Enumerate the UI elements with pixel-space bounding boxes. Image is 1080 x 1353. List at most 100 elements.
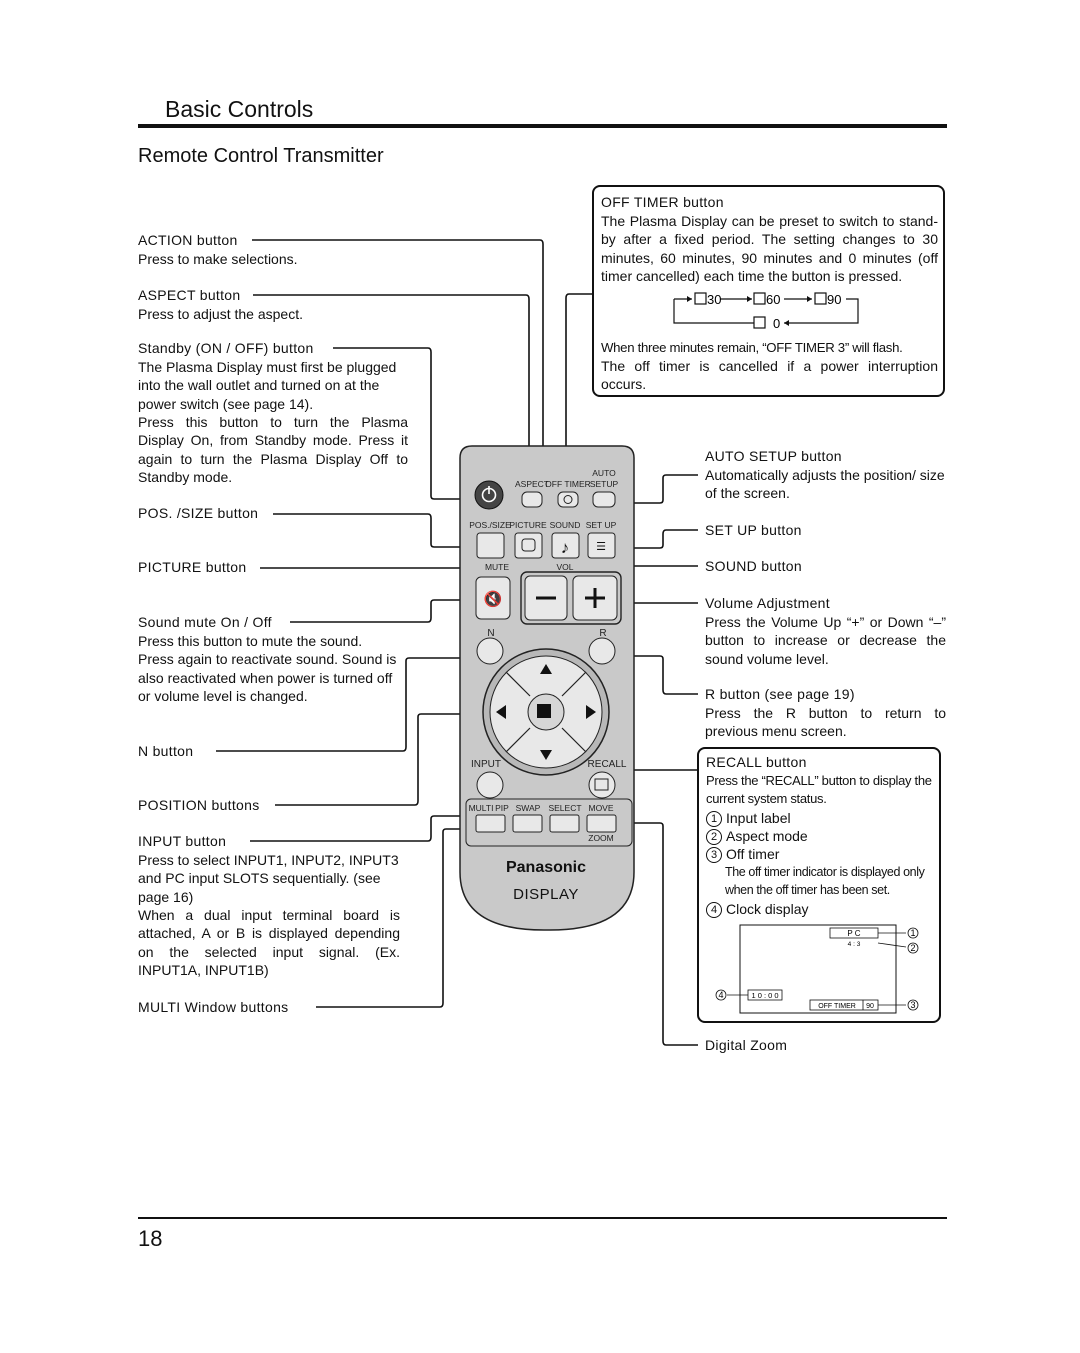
r-label: R button (see page 19) — [705, 686, 855, 702]
remote-vol-label: VOL — [556, 562, 573, 572]
recall-box: RECALL button Press the “RECALL” button … — [697, 747, 941, 1023]
zoom-label: Digital Zoom — [705, 1037, 788, 1053]
r-desc: Press the R button to return to previous… — [705, 705, 946, 740]
left-arrow-icon — [496, 705, 506, 719]
leader-lines — [216, 239, 698, 1046]
section-title: Remote Control Transmitter — [138, 145, 384, 167]
off-timer-button[interactable] — [557, 491, 579, 508]
page-number: 18 — [138, 1226, 163, 1251]
off-timer-label: OFF TIMER button — [601, 194, 724, 210]
remote-setup-top-label: SETUP — [590, 479, 619, 489]
page-title: Basic Controls — [165, 96, 314, 122]
input-desc-1: Press to select INPUT1, INPUT2, INPUT3 a… — [138, 852, 399, 905]
auto-setup-label: AUTO SETUP button — [705, 448, 842, 464]
svg-text:2: 2 — [910, 943, 915, 953]
remote-input-label: INPUT — [471, 759, 501, 770]
input-label: INPUT button — [138, 833, 227, 849]
screen-clock-text: 1 0 : 0 0 — [751, 991, 778, 1000]
remote-zoom-label: ZOOM — [588, 833, 614, 843]
remote-move-label: MOVE — [588, 803, 613, 813]
setup-button[interactable] — [587, 532, 616, 559]
remote-offtimer-label: OFF TIMER — [545, 479, 591, 489]
remote-aspect-label: ASPECT — [515, 479, 549, 489]
recall-note: The off timer indicator is displayed onl… — [725, 865, 925, 898]
n-label: N button — [138, 743, 194, 759]
multi-label: MULTI Window buttons — [138, 999, 289, 1015]
swap-button[interactable] — [512, 814, 543, 833]
action-icon — [537, 704, 551, 718]
remote-auto-label: AUTO — [592, 468, 616, 478]
off-timer-desc-1: The Plasma Display can be preset to swit… — [601, 213, 938, 284]
remote-setup-label: SET UP — [586, 520, 617, 530]
remote-n-label: N — [487, 628, 494, 639]
recall-label: RECALL button — [706, 754, 807, 770]
screen-timer-text: OFF TIMER — [818, 1003, 856, 1010]
input-button[interactable] — [476, 771, 504, 799]
n-button[interactable] — [476, 637, 504, 665]
multi-window-group — [465, 798, 633, 847]
speaker-mute-icon: 🔇 — [484, 590, 503, 608]
off-timer-desc-2: When three minutes remain, “OFF TIMER 3”… — [601, 340, 903, 355]
svg-text:4: 4 — [718, 990, 723, 1000]
recall-button[interactable] — [588, 771, 616, 799]
mute-button[interactable] — [475, 576, 511, 620]
aspect-desc: Press to adjust the aspect. — [138, 306, 303, 322]
timer-cycle-diagram: 30 60 90 0 — [673, 292, 859, 331]
picture-label: PICTURE button — [138, 559, 247, 575]
picture-button[interactable] — [514, 532, 543, 559]
recall-icon — [594, 778, 609, 791]
recall-desc: Press the “RECALL” button to display the… — [706, 773, 932, 807]
mute-label: Sound mute On / Off — [138, 614, 272, 630]
possize-button[interactable] — [476, 532, 505, 559]
timer-0: 0 — [773, 316, 780, 331]
aspect-button[interactable] — [521, 491, 543, 508]
volume-label: Volume Adjustment — [705, 595, 830, 611]
timer-60: 60 — [766, 292, 780, 307]
header-rule — [138, 124, 947, 128]
input-desc-2: When a dual input terminal board is atta… — [138, 907, 400, 978]
off-timer-desc-3: The off timer is cancelled if a power in… — [601, 358, 938, 393]
sound-button[interactable] — [551, 532, 580, 559]
multi-pip-button[interactable] — [475, 814, 506, 833]
setup-label: SET UP button — [705, 522, 802, 538]
sound-label: SOUND button — [705, 558, 802, 574]
action-label: ACTION button — [138, 232, 238, 248]
clock-icon — [563, 495, 573, 504]
aspect-label: ASPECT button — [138, 287, 241, 303]
timer-90: 90 — [827, 292, 841, 307]
volume-desc: Press the Volume Up “+” or Down “–” butt… — [705, 614, 946, 667]
auto-setup-button[interactable] — [592, 491, 616, 508]
svg-text:3: 3 — [910, 1000, 915, 1010]
screen-input-text: P C — [847, 929, 860, 938]
svg-text:1: 1 — [910, 928, 915, 938]
mute-desc: Press this button to mute the sound. Pre… — [138, 633, 397, 704]
footer-rule — [138, 1217, 947, 1219]
recall-screen-diagram: P C 4 : 3 1 0 : 0 0 OFF TIMER 90 1 2 3 4 — [715, 924, 919, 1014]
picture-icon — [521, 538, 536, 552]
timer-30: 30 — [707, 292, 721, 307]
remote-sound-label: SOUND — [550, 520, 581, 530]
remote-possize-label: POS./SIZE — [469, 520, 511, 530]
music-note-icon: ♪ — [561, 538, 570, 557]
standby-label: Standby (ON / OFF) button — [138, 340, 314, 356]
standby-desc-1: The Plasma Display must first be plugged… — [138, 359, 397, 412]
action-desc: Press to make selections. — [138, 251, 298, 267]
power-button[interactable] — [474, 480, 504, 510]
volume-group — [520, 571, 622, 625]
up-arrow-icon — [540, 664, 552, 674]
r-button[interactable] — [588, 637, 616, 665]
remote-pip-label: PIP — [495, 803, 509, 813]
position-label: POSITION buttons — [138, 797, 260, 813]
select-button[interactable] — [549, 814, 580, 833]
display-label: DISPLAY — [513, 886, 579, 903]
remote-r-label: R — [599, 628, 606, 639]
down-arrow-icon — [540, 750, 552, 760]
possize-label: POS. /SIZE button — [138, 505, 259, 521]
remote-swap-label: SWAP — [516, 803, 541, 813]
move-zoom-button[interactable] — [586, 814, 617, 833]
right-arrow-icon — [586, 705, 596, 719]
remote-select-label: SELECT — [548, 803, 581, 813]
